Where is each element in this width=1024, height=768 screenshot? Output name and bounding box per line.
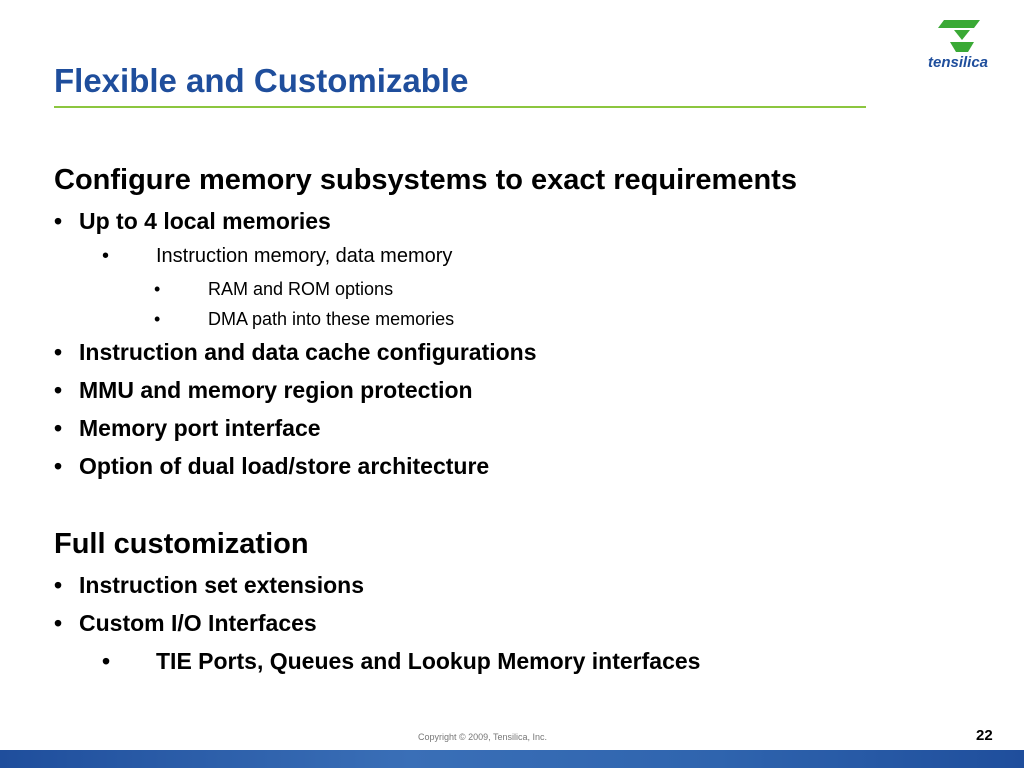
bullet: • [54, 415, 63, 441]
logo-mark-icon [938, 20, 980, 52]
list-item-text: TIE Ports, Queues and Lookup Memory inte… [156, 648, 701, 674]
section-heading-customization: Full customization [54, 528, 309, 560]
bullet: • [54, 572, 63, 598]
section-heading-memory: Configure memory subsystems to exact req… [54, 164, 797, 196]
bullet: • [102, 648, 111, 674]
list-item-text: Custom I/O Interfaces [79, 610, 317, 636]
tensilica-logo: tensilica [906, 18, 1010, 88]
bullet: • [54, 339, 63, 365]
list-item-text: Up to 4 local memories [79, 208, 331, 234]
bullet: • [54, 208, 63, 234]
bullet: • [54, 453, 63, 479]
logo-text: tensilica [927, 54, 989, 71]
list-item-text: RAM and ROM options [208, 279, 394, 299]
list-item-text: Instruction and data cache configuration… [79, 339, 537, 365]
bullet: • [102, 245, 110, 267]
list-item-text: Option of dual load/store architecture [79, 453, 490, 479]
copyright-notice: Copyright © 2009, Tensilica, Inc. [418, 732, 548, 742]
bullet: • [54, 610, 63, 636]
list-item-text: Memory port interface [79, 415, 321, 441]
list-item-text: Instruction memory, data memory [156, 245, 453, 267]
page-number: 22 [976, 727, 993, 744]
list-item-text: Instruction set extensions [79, 572, 365, 598]
list-item-text: MMU and memory region protection [79, 377, 473, 403]
slide-title: Flexible and Customizable [54, 62, 469, 99]
list-item-text: DMA path into these memories [208, 309, 455, 329]
bullet: • [154, 279, 161, 299]
title-underline [54, 106, 866, 108]
bullet: • [154, 309, 161, 329]
footer-band [0, 750, 1024, 768]
bullet: • [54, 377, 63, 403]
